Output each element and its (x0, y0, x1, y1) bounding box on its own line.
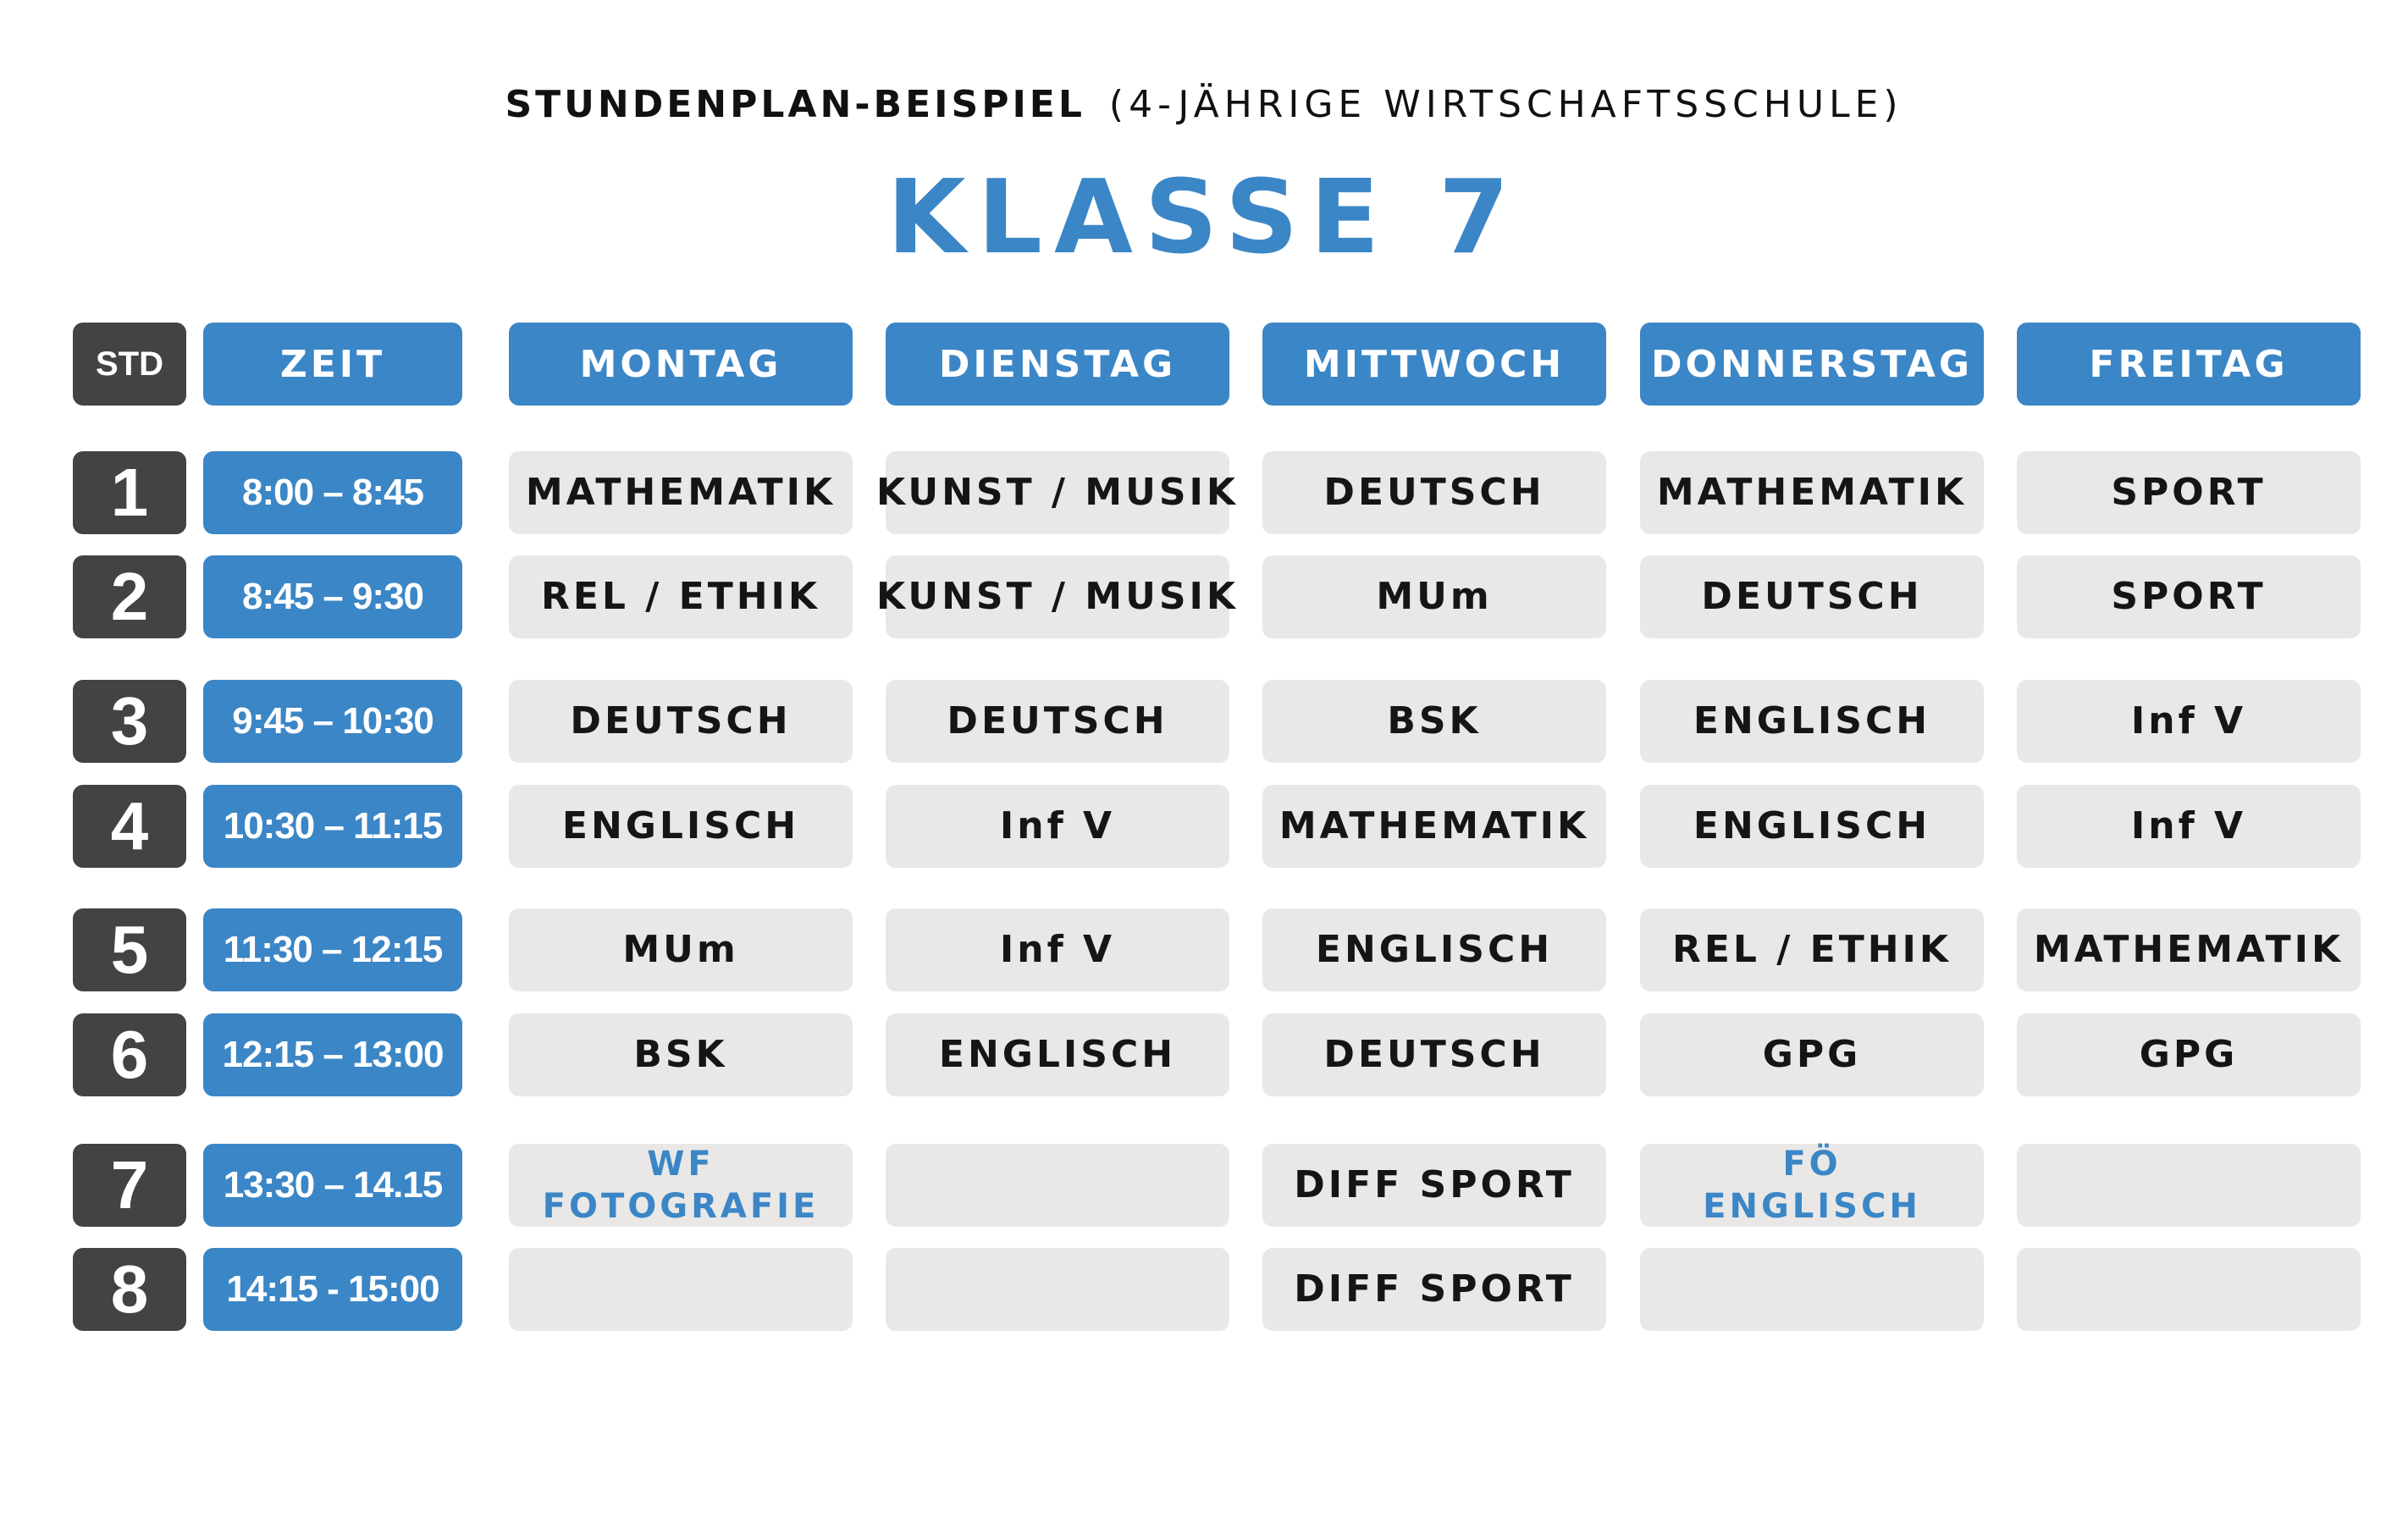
subject-cell: KUNST / MUSIK (876, 451, 1235, 534)
subject-line: ENGLISCH (1703, 1187, 1921, 1226)
period-number: 7 (73, 1144, 186, 1227)
subject-cell: DEUTSCH (1640, 555, 1984, 638)
subject-cell: Inf V (2017, 785, 2361, 868)
period-number: 4 (73, 785, 186, 868)
empty-subject-cell (2017, 1248, 2361, 1331)
subject-cell: REL / ETHIK (1640, 908, 1984, 991)
subtitle-bold: STUNDENPLAN-BEISPIEL (505, 83, 1085, 126)
subject-cell: MUm (1262, 555, 1606, 638)
subtitle-rest: (4-JÄHRIGE WIRTSCHAFTSSCHULE) (1108, 83, 1903, 126)
subject-line: WF (647, 1145, 715, 1184)
subject-cell: ENGLISCH (1640, 680, 1984, 763)
subject-cell: DEUTSCH (1262, 1013, 1606, 1096)
subject-cell: MUm (509, 908, 853, 991)
header-day: DONNERSTAG (1640, 323, 1984, 406)
subject-cell: DIFF SPORT (1262, 1248, 1606, 1331)
subject-cell: BSK (509, 1013, 853, 1096)
period-time: 13:30 – 14.15 (203, 1144, 462, 1227)
subtitle: STUNDENPLAN-BEISPIEL (4-JÄHRIGE WIRTSCHAF… (0, 83, 2408, 126)
subject-cell: MATHEMATIK (1640, 451, 1984, 534)
subject-cell: Inf V (886, 908, 1229, 991)
empty-subject-cell (1640, 1248, 1984, 1331)
subject-cell: DIFF SPORT (1262, 1144, 1606, 1227)
period-time: 10:30 – 11:15 (203, 785, 462, 868)
subject-cell: DEUTSCH (886, 680, 1229, 763)
empty-subject-cell (886, 1248, 1229, 1331)
period-number: 2 (73, 555, 186, 638)
period-time: 11:30 – 12:15 (203, 908, 462, 991)
header-day: DIENSTAG (886, 323, 1229, 406)
period-number: 3 (73, 680, 186, 763)
header-day: FREITAG (2017, 323, 2361, 406)
period-time: 9:45 – 10:30 (203, 680, 462, 763)
subject-cell: KUNST / MUSIK (876, 555, 1235, 638)
period-number: 5 (73, 908, 186, 991)
header-day: MONTAG (509, 323, 853, 406)
subject-cell: ENGLISCH (1640, 785, 1984, 868)
subject-cell: MATHEMATIK (1262, 785, 1606, 868)
empty-subject-cell (509, 1248, 853, 1331)
subject-cell: Inf V (2017, 680, 2361, 763)
subject-cell: GPG (1640, 1013, 1984, 1096)
empty-subject-cell (2017, 1144, 2361, 1227)
empty-subject-cell (886, 1144, 1229, 1227)
header-day: MITTWOCH (1262, 323, 1606, 406)
period-number: 8 (73, 1248, 186, 1331)
subject-line: FÖ (1782, 1145, 1842, 1184)
subject-cell: REL / ETHIK (509, 555, 853, 638)
subject-cell: SPORT (2017, 555, 2361, 638)
period-number: 1 (73, 451, 186, 534)
header-std: STD (73, 323, 186, 406)
subject-cell: ENGLISCH (509, 785, 853, 868)
subject-line: FOTOGRAFIE (542, 1187, 820, 1226)
subject-cell: SPORT (2017, 451, 2361, 534)
subject-cell: ENGLISCH (1262, 908, 1606, 991)
subject-cell: MATHEMATIK (509, 451, 853, 534)
page-title: KLASSE 7 (886, 159, 1522, 277)
period-time: 12:15 – 13:00 (203, 1013, 462, 1096)
subject-cell: MATHEMATIK (2017, 908, 2361, 991)
period-time: 14:15 - 15:00 (203, 1248, 462, 1331)
period-time: 8:00 – 8:45 (203, 451, 462, 534)
subject-cell: BSK (1262, 680, 1606, 763)
subject-cell: ENGLISCH (886, 1013, 1229, 1096)
period-time: 8:45 – 9:30 (203, 555, 462, 638)
period-number: 6 (73, 1013, 186, 1096)
subject-cell: GPG (2017, 1013, 2361, 1096)
header-zeit: ZEIT (203, 323, 462, 406)
subject-cell: DEUTSCH (509, 680, 853, 763)
subject-cell: Inf V (886, 785, 1229, 868)
subject-cell: DEUTSCH (1262, 451, 1606, 534)
